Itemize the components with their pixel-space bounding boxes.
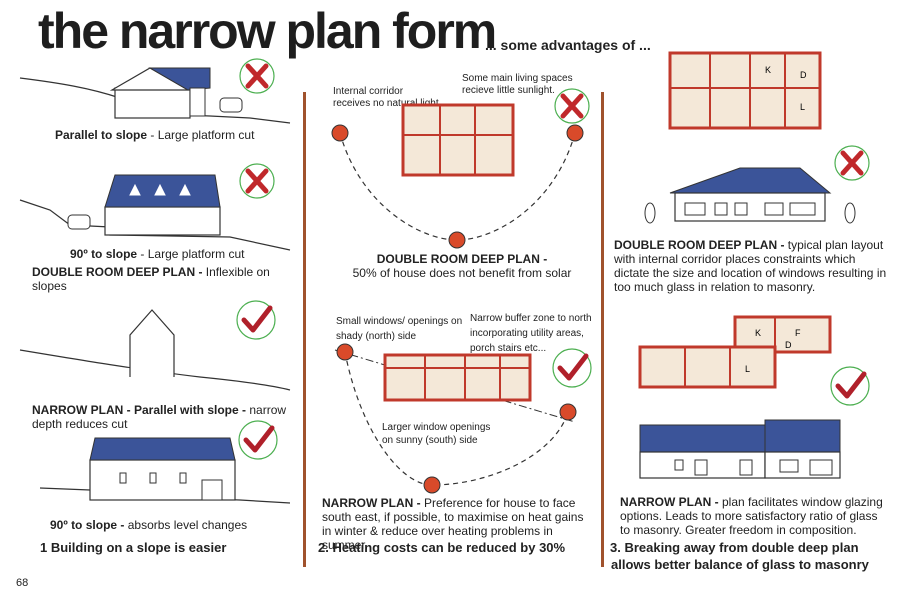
- check-mark-icon: [830, 366, 870, 406]
- plan-label: K: [765, 65, 771, 75]
- cross-mark-icon: [834, 145, 870, 181]
- page-number: 68: [16, 577, 29, 589]
- cross-mark-icon: [239, 163, 275, 199]
- cross-mark-icon: [239, 58, 275, 94]
- check-mark-icon: [238, 420, 278, 460]
- caption-narrow-90: 90º to slope - absorbs level changes: [50, 518, 248, 532]
- footer-point-3-line-2: allows better balance of glass to masonr…: [611, 557, 869, 572]
- caption-double-deep-typical: DOUBLE ROOM DEEP PLAN - typical plan lay…: [614, 238, 887, 294]
- plan-double-deep: K D L: [668, 51, 822, 130]
- illustration-90-slope: [19, 174, 291, 251]
- caption-narrow-solar: NARROW PLAN - Preference for house to fa…: [322, 496, 584, 552]
- plan-label: D: [800, 70, 807, 80]
- elevation-narrow: [639, 419, 841, 479]
- page-title: the narrow plan form: [38, 3, 497, 59]
- plan-label: L: [800, 102, 805, 112]
- note-larger-windows: Larger window openings on sunny (south) …: [382, 421, 492, 447]
- plan-narrow: K F D L: [638, 315, 832, 389]
- plan-label: L: [745, 364, 750, 374]
- plan-label: K: [755, 328, 761, 338]
- caption-90-slope: 90º to slope - Large platform cut: [70, 247, 245, 261]
- caption-parallel-slope: Parallel to slope - Large platform cut: [55, 128, 255, 142]
- column-divider-right: [601, 92, 604, 567]
- illustration-parallel-slope: [19, 67, 291, 124]
- check-mark-icon: [552, 348, 592, 388]
- footer-point-2: 2. Heating costs can be reduced by 30%: [318, 540, 566, 555]
- caption-double-deep-solar: DOUBLE ROOM DEEP PLAN -50% of house does…: [352, 252, 572, 280]
- cross-mark-icon: [554, 88, 590, 124]
- note-small-windows: Small windows/ openings on shady (north)…: [336, 316, 463, 342]
- column-divider-left: [303, 92, 306, 567]
- footer-point-1: 1 Building on a slope is easier: [40, 540, 227, 555]
- page-subtitle: ... some advantages of ...: [485, 37, 651, 53]
- diagram-double-deep-solar: [331, 103, 584, 249]
- plan-label: D: [785, 340, 792, 350]
- caption-narrow-parallel: NARROW PLAN - Parallel with slope - narr…: [32, 403, 287, 431]
- illustration-narrow-90: [39, 437, 291, 504]
- diagram-narrow-solar: [334, 343, 577, 494]
- note-buffer-zone: Narrow buffer zone to north incorporatin…: [470, 313, 592, 354]
- caption-narrow-glazing: NARROW PLAN - plan facilitates window gl…: [620, 495, 883, 537]
- check-mark-icon: [236, 300, 276, 340]
- plan-label: F: [795, 328, 801, 338]
- footer-point-3-line-1: 3. Breaking away from double deep plan: [610, 540, 859, 555]
- illustration-narrow-parallel: [19, 309, 291, 391]
- elevation-double-deep: [644, 167, 856, 224]
- note-living-spaces: Some main living spaces recieve little s…: [462, 73, 573, 96]
- note-internal-corridor: Internal corridor receives no natural li…: [333, 86, 442, 109]
- caption-double-room-slopes: DOUBLE ROOM DEEP PLAN - Inflexible on sl…: [32, 265, 270, 293]
